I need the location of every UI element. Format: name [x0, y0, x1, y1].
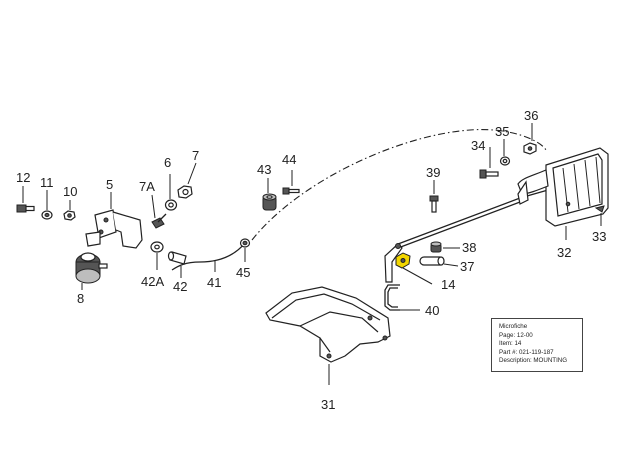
- part-7A-bolt[interactable]: [151, 213, 167, 229]
- info-part-number: Part #: 021-119-187: [499, 348, 554, 356]
- part-40-bracket-rod[interactable]: [384, 284, 400, 311]
- info-item: Item: 14: [499, 340, 522, 348]
- callout-37: 37: [460, 259, 474, 274]
- part-39-screw[interactable]: [429, 195, 439, 213]
- callout-32: 32: [557, 245, 571, 260]
- part-12-bolt[interactable]: [16, 204, 35, 213]
- callout-34: 34: [471, 138, 485, 153]
- part-42-sleeve[interactable]: [167, 251, 187, 265]
- callout-35: 35: [495, 124, 509, 139]
- info-description: Description: MOUNTING: [499, 357, 568, 365]
- part-5-bracket[interactable]: [85, 209, 143, 249]
- callout-42: 42: [173, 279, 187, 294]
- part-8-rubber-mount[interactable]: [75, 252, 108, 284]
- part-31-cover-plate[interactable]: [265, 286, 391, 363]
- callout-42A: 42A: [141, 274, 164, 289]
- cable-dashed-run: [251, 129, 547, 241]
- microfiche-info-box: Microfiche Page: 12-00 Item: 14 Part #: …: [491, 318, 583, 372]
- part-34-bolt[interactable]: [479, 169, 499, 179]
- callout-33: 33: [592, 229, 606, 244]
- part-43-roller[interactable]: [262, 193, 277, 211]
- callout-36: 36: [524, 108, 538, 123]
- callout-11: 11: [40, 175, 54, 190]
- callout-41: 41: [207, 275, 221, 290]
- part-44-screw[interactable]: [282, 187, 300, 195]
- info-page: Page: 12-00: [499, 331, 533, 339]
- callout-45: 45: [236, 265, 250, 280]
- part-38-bushing[interactable]: [430, 241, 442, 253]
- linkage-arm: [384, 243, 403, 283]
- callout-38: 38: [462, 240, 476, 255]
- part-10-nut[interactable]: [63, 210, 76, 221]
- callout-40: 40: [425, 303, 439, 318]
- callout-7A: 7A: [139, 179, 155, 194]
- part-14-mounting[interactable]: [395, 252, 411, 269]
- part-11-washer[interactable]: [41, 210, 53, 220]
- part-42A-washer[interactable]: [150, 241, 164, 253]
- callout-6: 6: [164, 155, 171, 170]
- cable-linkage-rod-lower: [397, 201, 521, 249]
- part-6-washer[interactable]: [164, 199, 178, 211]
- callout-10: 10: [63, 184, 77, 199]
- part-33-clip[interactable]: [594, 205, 605, 213]
- callout-39: 39: [426, 165, 440, 180]
- part-36-nut[interactable]: [523, 142, 537, 155]
- callout-31: 31: [321, 397, 335, 412]
- callout-5: 5: [106, 177, 113, 192]
- part-37-pin[interactable]: [419, 256, 445, 266]
- callout-14: 14: [441, 277, 455, 292]
- callout-7: 7: [192, 148, 199, 163]
- part-45-grommet[interactable]: [239, 238, 251, 248]
- callout-44: 44: [282, 152, 296, 167]
- info-title: Microfiche: [499, 323, 528, 330]
- part-7-nut[interactable]: [177, 185, 193, 199]
- callout-12: 12: [16, 170, 30, 185]
- cable-41: [171, 242, 246, 271]
- part-35-washer[interactable]: [499, 156, 511, 166]
- callout-43: 43: [257, 162, 271, 177]
- callout-8: 8: [77, 291, 84, 306]
- part-32-accelerator-pedal[interactable]: [517, 147, 609, 227]
